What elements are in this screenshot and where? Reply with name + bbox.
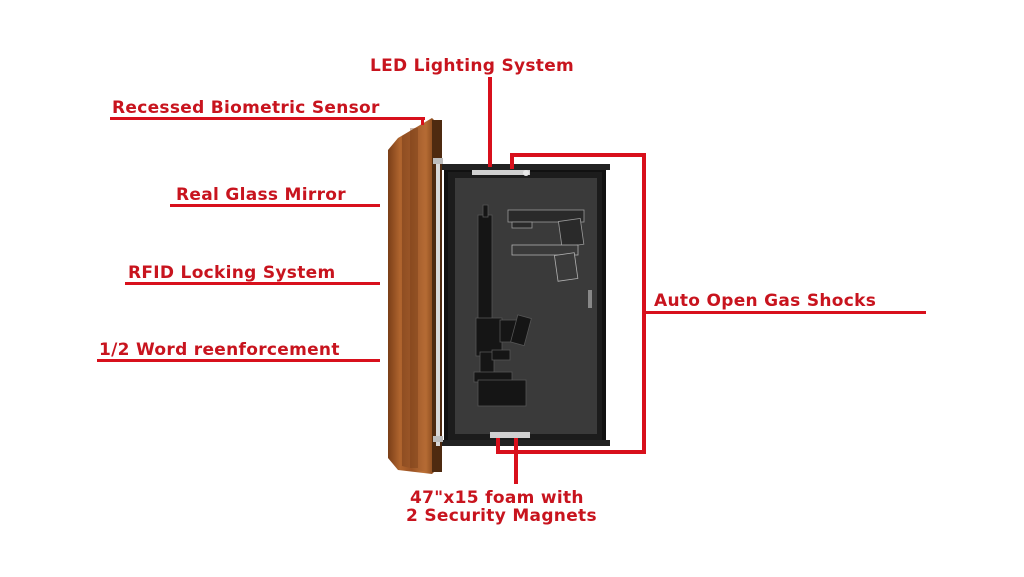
rfid-underline <box>125 282 380 285</box>
rifle-silhouette <box>473 204 532 407</box>
led-light <box>523 170 529 176</box>
rfid-locking-label: RFID Locking System <box>128 263 336 283</box>
gas-bracket-bottom-v <box>496 438 500 454</box>
reinforcement-underline <box>97 359 380 362</box>
mirror-underline <box>170 204 380 207</box>
hinge-bottom <box>490 432 530 438</box>
gas-shocks-underline <box>644 311 926 314</box>
biometric-drop <box>421 117 424 125</box>
gas-shocks-label: Auto Open Gas Shocks <box>654 291 877 311</box>
gas-bracket-top-v <box>510 153 514 169</box>
glass-mirror-label: Real Glass Mirror <box>176 185 346 205</box>
led-lighting-label: LED Lighting System <box>370 56 575 76</box>
hinge-top <box>472 170 530 175</box>
gas-bracket-right-v <box>642 153 646 453</box>
led-leader-line <box>488 77 492 167</box>
biometric-underline <box>110 117 425 120</box>
pistol-bottom <box>511 244 579 282</box>
foam-label-line2: 2 Security Magnets <box>406 506 597 526</box>
mirror-edge <box>436 160 440 446</box>
gas-bracket-top-h <box>512 153 646 157</box>
wood-door-frame <box>388 118 442 474</box>
gas-bracket-bottom-h <box>496 450 646 454</box>
foam-label-line1: 47"x15 foam with <box>410 488 584 508</box>
biometric-sensor-label: Recessed Biometric Sensor <box>112 98 380 118</box>
pistol-top <box>507 209 585 248</box>
foam-leader-line <box>514 438 518 484</box>
biometric-plate <box>588 290 592 308</box>
reinforcement-label: 1/2 Word reenforcement <box>99 340 340 360</box>
